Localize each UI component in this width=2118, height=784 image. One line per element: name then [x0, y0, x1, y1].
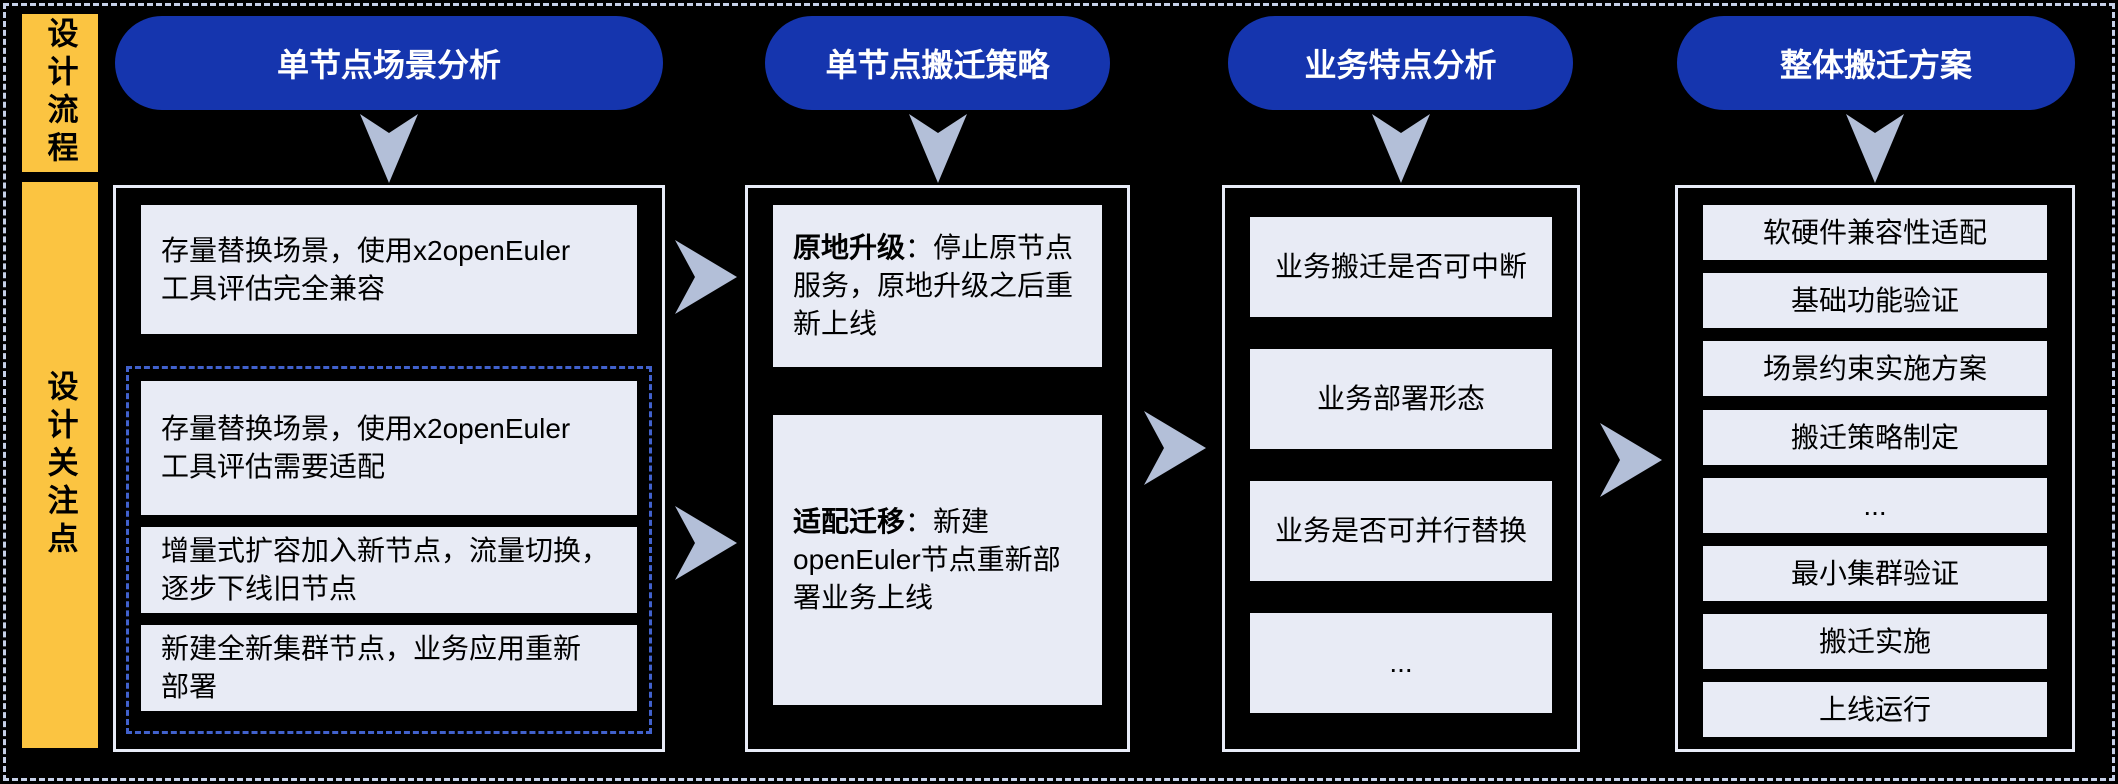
- stage-pill-single-node-strategy: 单节点搬迁策略: [765, 16, 1110, 110]
- scenario-dashed-group: [126, 366, 652, 734]
- column-box-business-analysis: 业务搬迁是否可中断 业务部署形态 业务是否可并行替换 ...: [1222, 185, 1580, 752]
- plan-box-basic-function-text: 基础功能验证: [1790, 284, 1959, 316]
- down-arrow-icon: [1846, 114, 1904, 183]
- business-box-deployment-form-text: 业务部署形态: [1316, 383, 1485, 415]
- strategy-inplace-desc: ：停止原节点 服务，原地升级之后重 新上线: [793, 232, 1074, 339]
- stage-pill-2-label: 单节点搬迁策略: [825, 47, 1050, 83]
- scenario-box-new-cluster: 新建全新集群节点，业务应用重新 部署: [141, 625, 637, 711]
- sidebar-design-focus: 设计关注点: [22, 182, 98, 748]
- scenario-box-new-cluster-text: 新建全新集群节点，业务应用重新 部署: [161, 633, 582, 702]
- right-arrow-icon: [675, 506, 737, 580]
- down-arrow-icon: [909, 114, 967, 183]
- plan-box-basic-function: 基础功能验证: [1703, 273, 2047, 328]
- stage-pill-4-label: 整体搬迁方案: [1779, 47, 1972, 83]
- column-box-overall-plan: 软硬件兼容性适配 基础功能验证 场景约束实施方案 搬迁策略制定 ... 最小集群…: [1675, 185, 2075, 752]
- plan-box-scene-constraint-text: 场景约束实施方案: [1762, 352, 1987, 384]
- business-box-interruptible-text: 业务搬迁是否可中断: [1274, 251, 1527, 283]
- plan-box-min-cluster-text: 最小集群验证: [1790, 557, 1959, 589]
- down-arrow-icon: [1372, 114, 1430, 183]
- plan-box-scene-constraint: 场景约束实施方案: [1703, 341, 2047, 396]
- strategy-adapt-desc: ：新建 openEuler节点重新部 署业务上线: [793, 506, 1061, 613]
- scenario-box-incremental: 增量式扩容加入新节点，流量切换， 逐步下线旧节点: [141, 527, 637, 613]
- column-box-scenario-analysis: 存量替换场景，使用x2openEuler 工具评估完全兼容 存量替换场景，使用x…: [113, 185, 665, 752]
- plan-box-implementation: 搬迁实施: [1703, 614, 2047, 669]
- plan-box-go-live: 上线运行: [1703, 682, 2047, 737]
- stage-pill-overall-plan: 整体搬迁方案: [1677, 16, 2075, 110]
- sidebar-design-process: 设计流程: [22, 14, 98, 172]
- stage-pill-single-node-scenario: 单节点场景分析: [115, 16, 663, 110]
- business-box-deployment-form: 业务部署形态: [1250, 349, 1552, 449]
- stage-pill-1-label: 单节点场景分析: [276, 47, 501, 83]
- business-box-parallel-replace: 业务是否可并行替换: [1250, 481, 1552, 581]
- sidebar-design-focus-label: 设计关注点: [42, 370, 78, 560]
- scenario-box-full-compat: 存量替换场景，使用x2openEuler 工具评估完全兼容: [141, 205, 637, 334]
- scenario-box-incremental-text: 增量式扩容加入新节点，流量切换， 逐步下线旧节点: [161, 535, 610, 604]
- business-box-ellipsis: ...: [1250, 613, 1552, 713]
- stage-pill-3-label: 业务特点分析: [1304, 47, 1497, 83]
- right-arrow-icon: [1600, 423, 1662, 497]
- plan-box-ellipsis: ...: [1703, 478, 2047, 533]
- strategy-box-inplace-upgrade-text: 原地升级：停止原节点 服务，原地升级之后重 新上线: [793, 229, 1073, 342]
- plan-box-ellipsis-text: ...: [1863, 489, 1887, 521]
- plan-box-go-live-text: 上线运行: [1818, 693, 1931, 725]
- strategy-inplace-title: 原地升级: [793, 232, 906, 264]
- strategy-box-inplace-upgrade: 原地升级：停止原节点 服务，原地升级之后重 新上线: [773, 205, 1102, 367]
- strategy-box-adapt-migration: 适配迁移：新建 openEuler节点重新部 署业务上线: [773, 415, 1102, 705]
- business-box-ellipsis-text: ...: [1389, 647, 1413, 679]
- strategy-adapt-title: 适配迁移: [793, 506, 906, 538]
- sidebar-design-process-label: 设计流程: [42, 17, 78, 169]
- right-arrow-icon: [675, 240, 737, 314]
- down-arrow-icon: [360, 114, 418, 183]
- strategy-box-adapt-migration-text: 适配迁移：新建 openEuler节点重新部 署业务上线: [793, 503, 1061, 616]
- scenario-box-need-adapt-text: 存量替换场景，使用x2openEuler 工具评估需要适配: [161, 413, 571, 482]
- stage-pill-business-analysis: 业务特点分析: [1228, 16, 1573, 110]
- business-box-parallel-replace-text: 业务是否可并行替换: [1274, 515, 1527, 547]
- column-box-migration-strategy: 原地升级：停止原节点 服务，原地升级之后重 新上线 适配迁移：新建 openEu…: [745, 185, 1130, 752]
- plan-box-implementation-text: 搬迁实施: [1818, 625, 1931, 657]
- business-box-interruptible: 业务搬迁是否可中断: [1250, 217, 1552, 317]
- plan-box-compatibility: 软硬件兼容性适配: [1703, 205, 2047, 260]
- right-arrow-icon: [1144, 411, 1206, 485]
- plan-box-min-cluster: 最小集群验证: [1703, 546, 2047, 601]
- scenario-box-need-adapt: 存量替换场景，使用x2openEuler 工具评估需要适配: [141, 381, 637, 515]
- plan-box-compatibility-text: 软硬件兼容性适配: [1762, 216, 1987, 248]
- plan-box-strategy-making: 搬迁策略制定: [1703, 410, 2047, 465]
- scenario-box-full-compat-text: 存量替换场景，使用x2openEuler 工具评估完全兼容: [161, 234, 571, 304]
- plan-box-strategy-making-text: 搬迁策略制定: [1790, 421, 1959, 453]
